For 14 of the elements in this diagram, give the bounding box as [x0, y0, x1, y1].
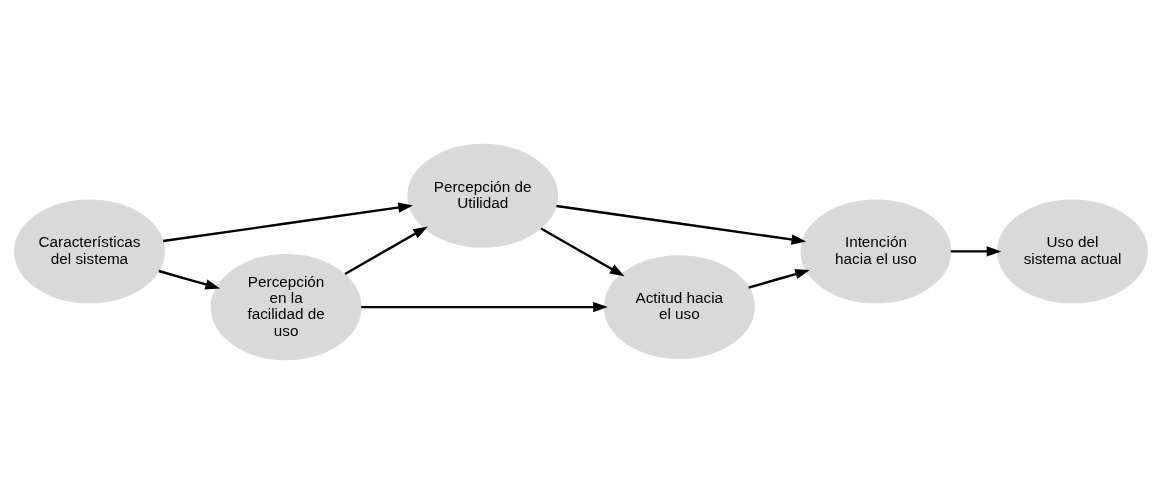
node-ellipse: Percepción en la facilidad de uso	[210, 253, 362, 361]
node-ellipse: Uso del sistema actual	[997, 199, 1148, 304]
node-ellipse: Percepción de Utilidad	[407, 143, 559, 248]
node-ellipse: Intención hacia el uso	[800, 199, 952, 304]
arrow	[158, 269, 221, 290]
arrow	[344, 226, 428, 276]
node-ellipse: Características del sistema	[14, 199, 165, 304]
arrow	[748, 269, 810, 289]
node-ellipse: Actitud hacia el uso	[603, 255, 755, 359]
arrow	[556, 204, 807, 245]
arrow	[540, 227, 625, 277]
arrow	[361, 301, 608, 313]
arrow	[950, 246, 1002, 257]
arrow	[163, 202, 413, 243]
